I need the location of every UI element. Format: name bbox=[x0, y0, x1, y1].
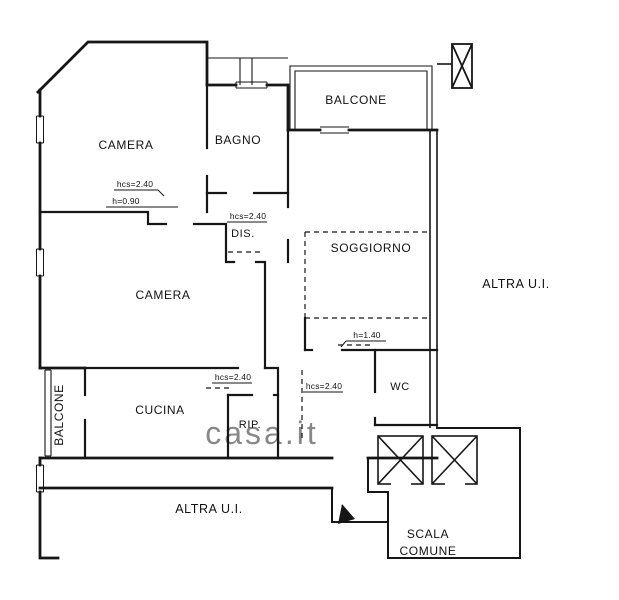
room-label-balcone-left: BALCONE bbox=[52, 384, 66, 446]
annotation-leaders bbox=[106, 189, 386, 393]
pillar-shaft bbox=[451, 43, 473, 89]
walls-right-double bbox=[429, 63, 452, 428]
label-scala-line1: SCALA bbox=[407, 527, 449, 541]
room-label-cucina: CUCINA bbox=[135, 403, 185, 417]
stairwell-walls bbox=[331, 427, 521, 559]
room-label-soggiorno: SOGGIORNO bbox=[331, 241, 412, 255]
room-label-balcone-top: BALCONE bbox=[325, 93, 387, 107]
room-label-wc: WC bbox=[390, 381, 410, 393]
anno-wc-h: h=1.40 bbox=[353, 330, 381, 340]
room-label-camera1: CAMERA bbox=[99, 138, 154, 152]
anno-camera1-h: h=0.90 bbox=[112, 196, 140, 206]
dashed-height-lines bbox=[206, 231, 430, 440]
entrance-arrow bbox=[338, 504, 355, 524]
walls-interior bbox=[38, 83, 439, 460]
label-scala-line2: COMUNE bbox=[400, 544, 457, 558]
label-altra-ui-right: ALTRA U.I. bbox=[482, 277, 550, 291]
anno-rip-hcs: hcs=2.40 bbox=[215, 372, 251, 382]
window-symbols bbox=[36, 81, 349, 493]
room-label-rip: RIP. bbox=[239, 419, 261, 431]
balcony-railings bbox=[44, 57, 433, 457]
room-label-camera2: CAMERA bbox=[136, 288, 191, 302]
anno-corridor-hcs: hcs=2.40 bbox=[306, 381, 342, 391]
anno-camera1-hcs: hcs=2.40 bbox=[117, 179, 153, 189]
walls-outer bbox=[36, 40, 439, 560]
watermark-text: casa.it bbox=[205, 415, 318, 451]
elevator-shafts bbox=[377, 435, 478, 486]
anno-dis-hcs: hcs=2.40 bbox=[230, 211, 266, 221]
room-label-bagno: BAGNO bbox=[215, 133, 261, 147]
room-label-dis: DIS. bbox=[231, 228, 255, 240]
label-altra-ui-bottom: ALTRA U.I. bbox=[175, 502, 243, 516]
